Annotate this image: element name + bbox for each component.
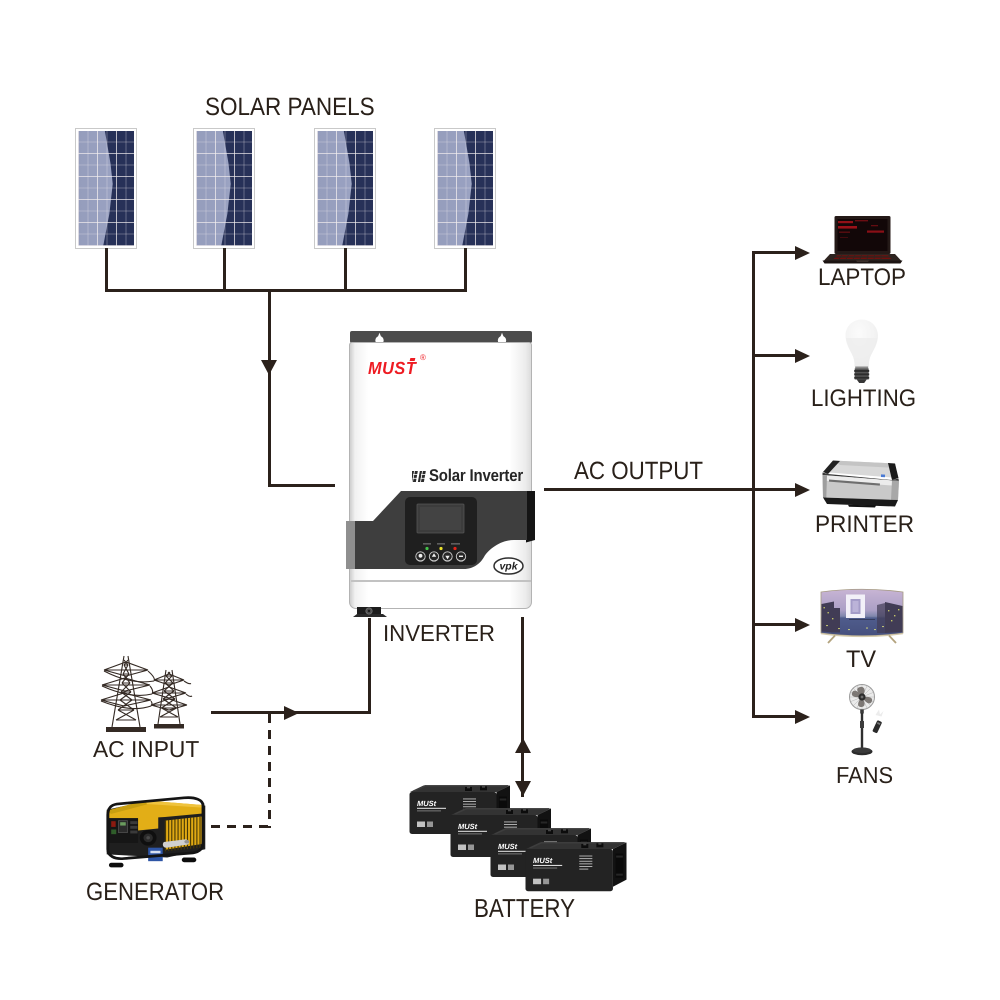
svg-text:vpk: vpk (499, 561, 518, 573)
